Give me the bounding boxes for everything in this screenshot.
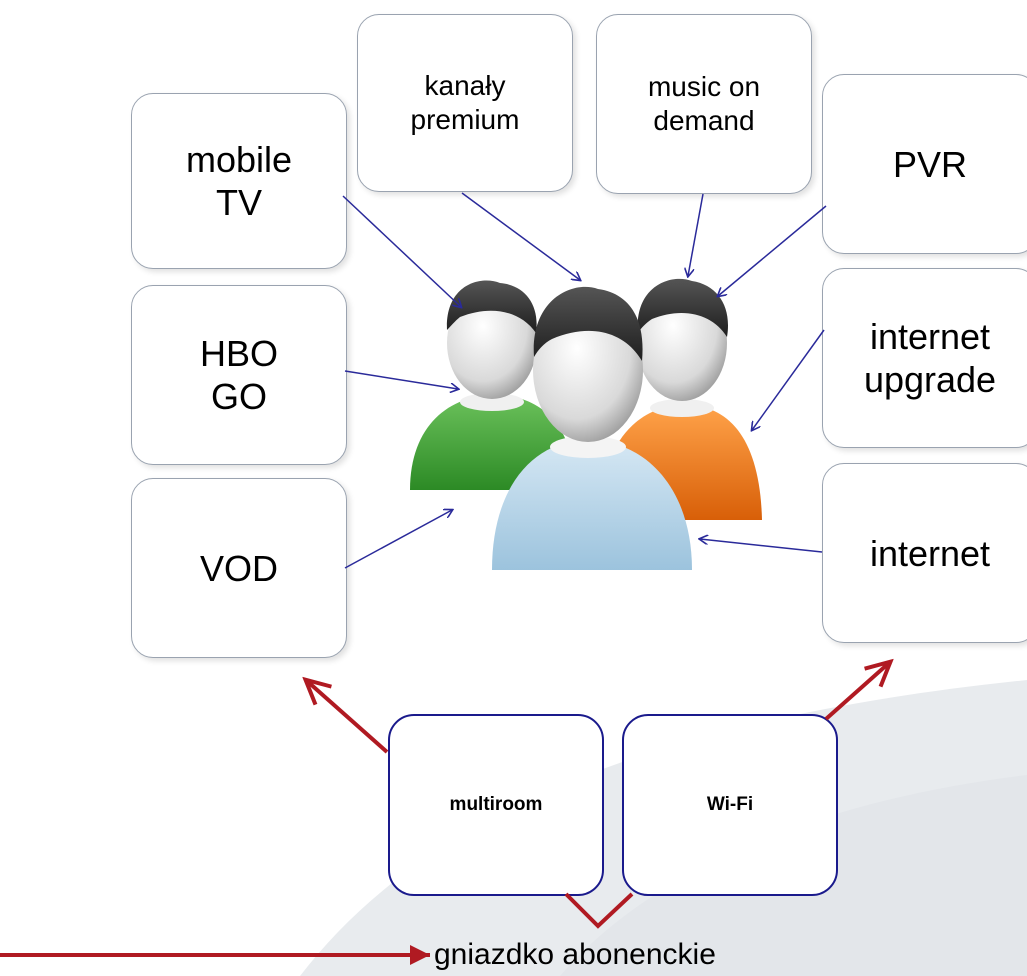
service-label-mobile-tv: mobile TV	[185, 139, 293, 223]
service-label-vod: VOD	[199, 547, 278, 589]
service-box-kanaly-premium: kanały premium	[357, 14, 573, 192]
service-label-pvr: PVR	[892, 143, 968, 185]
service-label-music-on-demand: music on demand	[647, 71, 761, 136]
feature-label-multiroom: multiroom	[449, 794, 543, 815]
service-box-internet: internet	[822, 463, 1027, 643]
service-box-vod: VOD	[131, 478, 347, 658]
person-center	[492, 286, 692, 570]
service-box-mobile-tv: mobile TV	[131, 93, 347, 269]
feature-box-wifi: Wi-Fi	[622, 714, 838, 896]
service-label-internet: internet	[869, 532, 991, 574]
socket-label: gniazdko abonenckie	[434, 938, 716, 971]
service-box-hbo-go: HBO GO	[131, 285, 347, 465]
service-box-pvr: PVR	[822, 74, 1027, 254]
feature-box-multiroom: multiroom	[388, 714, 604, 896]
service-label-internet-upgrade: internet upgrade	[863, 316, 997, 400]
service-label-kanaly-premium: kanały premium	[410, 70, 520, 135]
users-group-icon	[410, 278, 762, 570]
feature-label-wifi: Wi-Fi	[706, 794, 754, 815]
service-label-hbo-go: HBO GO	[199, 333, 278, 417]
service-box-music-on-demand: music on demand	[596, 14, 812, 194]
service-box-internet-upgrade: internet upgrade	[822, 268, 1027, 448]
